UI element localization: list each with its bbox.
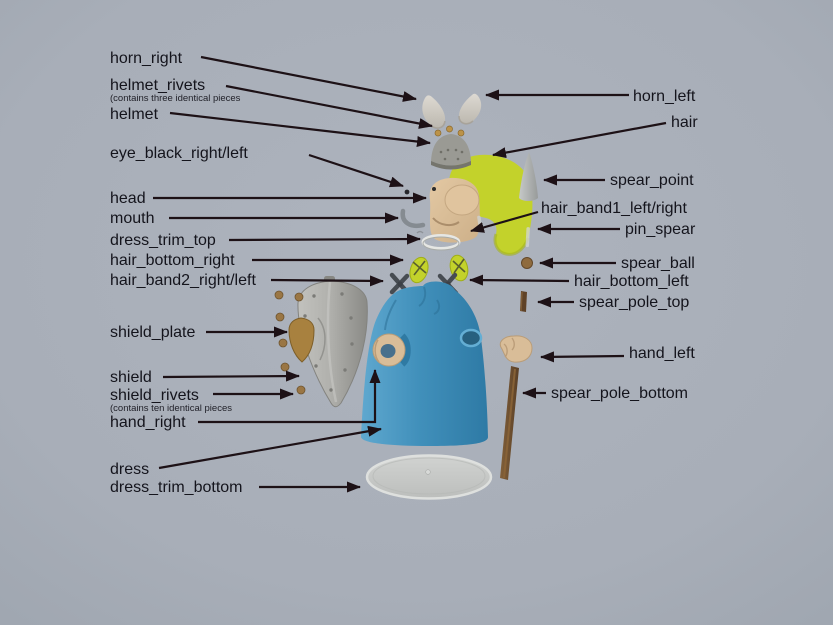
- label-dress: dress: [110, 461, 149, 478]
- horn-right-line: [200, 55, 417, 102]
- dress-folds: [384, 286, 441, 331]
- label-spear-ball: spear_ball: [621, 255, 695, 272]
- label-horn-left: horn_left: [633, 88, 696, 105]
- hair-bottom-right-part: [409, 256, 429, 284]
- label-hair-band1: hair_band1_left/right: [541, 200, 687, 217]
- dress-trim-bottom-part: [365, 454, 493, 500]
- nose-part: [444, 184, 480, 216]
- hair-band1-line: [470, 210, 539, 233]
- hand-right-part: [372, 333, 411, 367]
- label-shield: shield: [110, 369, 152, 386]
- label-hair-bottom-right: hair_bottom_right: [110, 252, 235, 269]
- label-helmet: helmet: [110, 106, 159, 123]
- helmet-rim: [431, 161, 471, 170]
- helmet-rivets-line: [225, 84, 433, 129]
- trim-top-chip: [416, 230, 424, 234]
- dress-trim-top-line: [228, 233, 421, 245]
- dress-line: [158, 425, 382, 470]
- label-spear-point: spear_point: [610, 172, 694, 189]
- hair-bottom-left-line: [469, 274, 570, 286]
- label-hand-left: hand_left: [629, 345, 695, 362]
- label-hand-right: hand_right: [110, 414, 186, 431]
- model-parts: [274, 93, 538, 500]
- hair-shade: [493, 233, 530, 256]
- shield-part: [297, 276, 368, 408]
- label-helmet-rivets: helmet_rivets: [110, 77, 205, 94]
- label-hair-bottom-left: hair_bottom_left: [574, 273, 689, 290]
- label-spear-pole-bottom: spear_pole_bottom: [551, 385, 688, 402]
- horn-left-edge: [458, 115, 474, 125]
- hand-right-line: [198, 369, 381, 424]
- helmet-part: [431, 134, 471, 166]
- mouth-part: [400, 208, 426, 228]
- shield-rivets-part: [274, 290, 306, 395]
- eye-black-part: [404, 189, 410, 195]
- label-helmet-rivets-note: (contains three identical pieces: [110, 93, 241, 104]
- labels-left: horn_right helmet_rivets (contains three…: [110, 50, 256, 496]
- eye-black-line: [308, 153, 404, 188]
- label-eye-black: eye_black_right/left: [110, 145, 248, 162]
- shield-line: [162, 370, 300, 382]
- horn-left-part: [459, 93, 482, 124]
- label-hair-band2: hair_band2_right/left: [110, 272, 256, 289]
- helmet-rivet-studs: [434, 125, 465, 137]
- labels-right: horn_left hair spear_point hair_band1_le…: [541, 88, 698, 402]
- dress-trim-top-shadow: [422, 236, 460, 251]
- head-smile: [432, 217, 460, 227]
- hair-part: [449, 154, 533, 255]
- label-pin-spear: pin_spear: [625, 221, 696, 238]
- spear-point-part: [519, 152, 538, 201]
- label-head: head: [110, 190, 146, 207]
- label-dress-trim-top: dress_trim_top: [110, 232, 216, 249]
- hand-left-line: [540, 351, 625, 363]
- shield-plate-part: [288, 317, 315, 363]
- label-shield-rivets: shield_rivets: [110, 387, 199, 404]
- dress-sleeve-opening: [459, 328, 483, 348]
- head-eye-dot: [432, 187, 436, 191]
- label-mouth: mouth: [110, 210, 154, 227]
- label-hair: hair: [671, 114, 698, 131]
- hair-band2-line: [270, 275, 384, 287]
- helmet-face-dots: [439, 148, 464, 161]
- hair-line: [492, 121, 667, 159]
- pin-spear-part: [525, 227, 530, 248]
- helmet-line: [169, 111, 431, 147]
- label-shield-plate: shield_plate: [110, 324, 196, 341]
- label-spear-pole-top: spear_pole_top: [579, 294, 689, 311]
- dress-part: [361, 281, 488, 446]
- spear-pole-top-light: [520, 291, 523, 312]
- hand-left-part: [499, 335, 533, 363]
- label-horn-right: horn_right: [110, 50, 183, 67]
- spear-ball-part: [521, 257, 533, 269]
- label-shield-rivets-note: (contains ten identical pieces: [110, 403, 232, 414]
- leader-lines: [153, 55, 667, 493]
- spear-pole-bottom-light: [503, 368, 516, 479]
- label-dress-trim-bottom: dress_trim_bottom: [110, 479, 243, 496]
